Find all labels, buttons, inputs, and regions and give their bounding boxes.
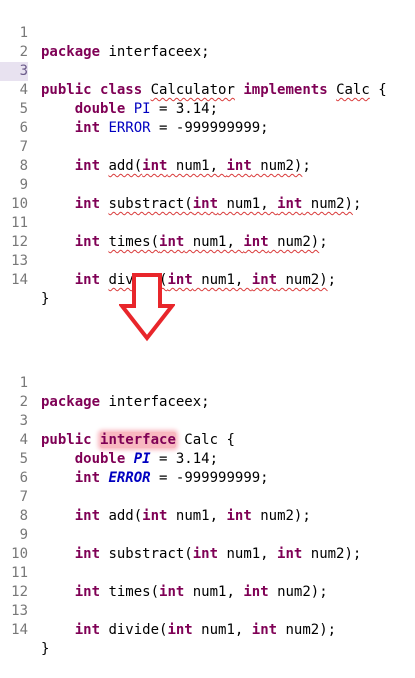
line-number: 6 (19, 120, 28, 136)
line-number: 13 (11, 253, 28, 269)
line-number: 2 (19, 394, 28, 410)
code-line: 4 double PI = 3.14; (0, 62, 415, 117)
line-number: 12 (11, 234, 28, 250)
code-line: 7 int add(int num1, int num2); (0, 119, 415, 174)
highlighted-interface-keyword: interface (100, 432, 176, 448)
code-line: 11 int times(int num1, int num2); (0, 545, 415, 600)
keyword: package (41, 44, 101, 60)
code-line: 10 (0, 526, 415, 562)
line-number: 14 (11, 622, 28, 638)
line-number: 5 (19, 101, 28, 117)
line-number: 9 (19, 177, 28, 193)
line-number: 11 (11, 565, 28, 581)
line-number: 7 (19, 489, 28, 505)
code-line: 3 public class Calculator implements Cal… (0, 43, 415, 98)
line-number: 14 (11, 272, 28, 288)
code-line: 14 } (0, 252, 415, 307)
line-number: 1 (19, 375, 28, 391)
line-number: 3 (19, 413, 28, 429)
code-line: 2 (0, 374, 415, 410)
line-number: 12 (11, 584, 28, 600)
code-line: 14 } (0, 602, 415, 657)
code-line: 12 (0, 214, 415, 250)
line-number: 13 (11, 603, 28, 619)
code-line: 1 package interfaceex; (0, 355, 415, 410)
line-number: 7 (19, 139, 28, 155)
code-line: 2 (0, 24, 415, 60)
code-line: 5 int ERROR = -999999999; (0, 81, 415, 136)
line-number: 11 (11, 215, 28, 231)
code-line: 6 (0, 450, 415, 486)
code-line: 4 double PI = 3.14; (0, 412, 415, 467)
line-number: 5 (19, 451, 28, 467)
arrow-down-icon (119, 273, 175, 342)
code-line: 11 int times(int num1, int num2); (0, 195, 415, 250)
line-number: 8 (19, 508, 28, 524)
code-line: 1 package interfaceex; (0, 5, 415, 60)
line-number: 10 (11, 196, 28, 212)
line-number: 6 (19, 470, 28, 486)
line-number: 2 (19, 44, 28, 60)
code-line: 6 (0, 100, 415, 136)
code-line: 13 int divide(int num1, int num2); (0, 233, 415, 288)
line-number: 10 (11, 546, 28, 562)
active-line-number: 3 (0, 62, 28, 81)
code-line: 9 int substract(int num1, int num2); (0, 157, 415, 212)
line-number: 9 (19, 527, 28, 543)
line-number: 8 (19, 158, 28, 174)
code-line: 9 int substract(int num1, int num2); (0, 507, 415, 562)
code-line: 5 int ERROR = -999999999; (0, 431, 415, 486)
code-editor-after[interactable]: 1 package interfaceex; 2 3 public interf… (0, 355, 415, 657)
code-line: 7 int add(int num1, int num2); (0, 469, 415, 524)
line-number: 1 (19, 25, 28, 41)
line-number: 4 (19, 432, 28, 448)
code-line: 12 (0, 564, 415, 600)
line-number: 4 (19, 82, 28, 98)
class-name-error: Calculator (150, 82, 235, 98)
code-line: 10 (0, 176, 415, 212)
code-line: 8 (0, 138, 415, 174)
code-editor-before[interactable]: 1 package interfaceex; 2 3 public class … (0, 5, 415, 307)
code-line: 8 (0, 488, 415, 524)
code-line: 3 public interface Calc { (0, 393, 415, 448)
code-line: 13 int divide(int num1, int num2); (0, 583, 415, 638)
